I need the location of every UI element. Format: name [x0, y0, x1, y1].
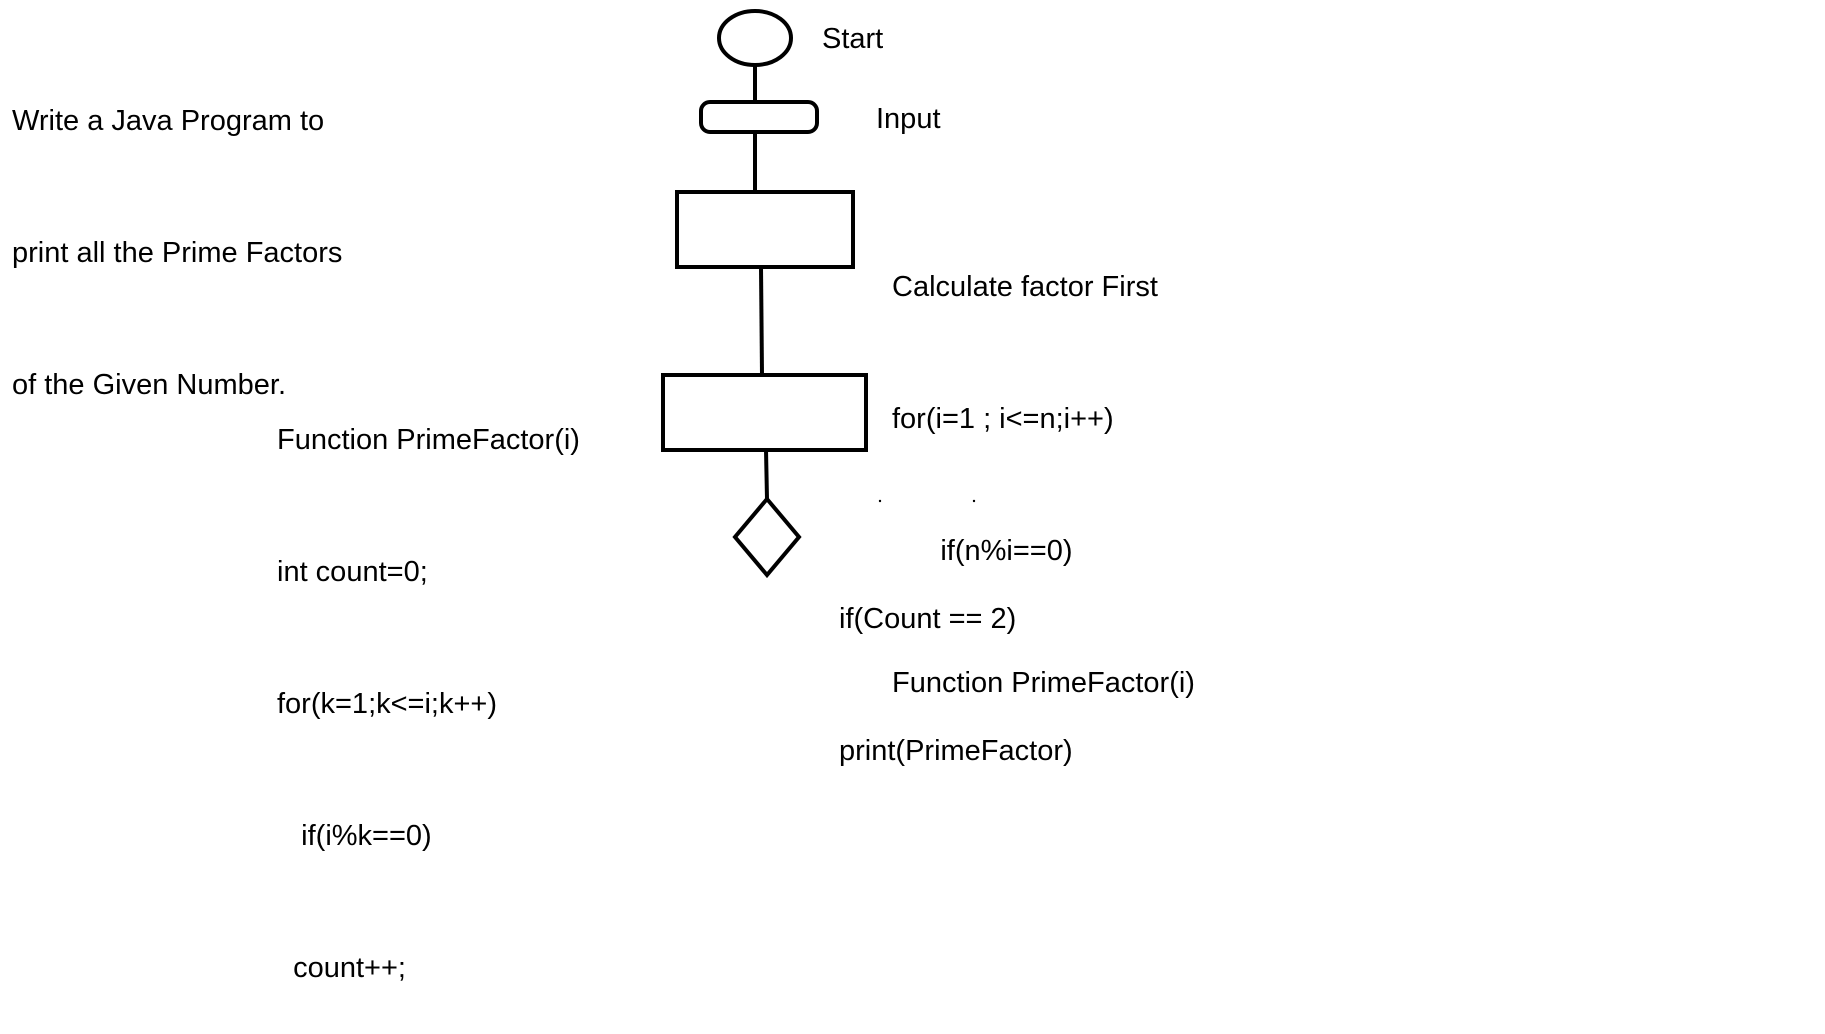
prompt-text: Write a Java Program to print all the Pr…: [12, 11, 342, 451]
decision-diamond: [732, 495, 802, 579]
function-line: if(i%k==0): [277, 820, 432, 852]
calculate-factor-box: [675, 190, 855, 269]
function-line: for(k=1;k<=i;k++): [277, 688, 498, 720]
connector-process-function: [759, 266, 764, 376]
start-label: Start: [822, 23, 884, 55]
connector-function-decision: [764, 449, 769, 500]
function-line: count++;: [277, 952, 406, 984]
stray-dot: [878, 499, 882, 503]
start-terminal: [717, 9, 793, 67]
calc-line: for(i=1 ; i<=n;i++): [892, 403, 1114, 435]
input-label: Input: [876, 103, 941, 135]
calc-line: Calculate factor First: [892, 271, 1158, 303]
prompt-line: print all the Prime Factors: [12, 237, 343, 269]
decision-line: if(Count == 2): [839, 603, 1017, 635]
calc-line: if(n%i==0): [892, 535, 1073, 567]
function-line: Function PrimeFactor(i): [277, 424, 580, 456]
function-line: int count=0;: [277, 556, 428, 588]
flowchart: [661, 9, 976, 579]
prime-factor-function-box: [661, 373, 868, 452]
input-shape: [699, 100, 819, 134]
prime-factor-function-text: Function PrimeFactor(i) int count=0; for…: [277, 330, 580, 1034]
prompt-line: Write a Java Program to: [12, 105, 325, 137]
prompt-line: of the Given Number.: [12, 369, 287, 401]
decision-line: print(PrimeFactor): [839, 735, 1073, 767]
decision-text: if(Count == 2) print(PrimeFactor): [839, 509, 1073, 817]
stray-dot: [972, 499, 976, 503]
